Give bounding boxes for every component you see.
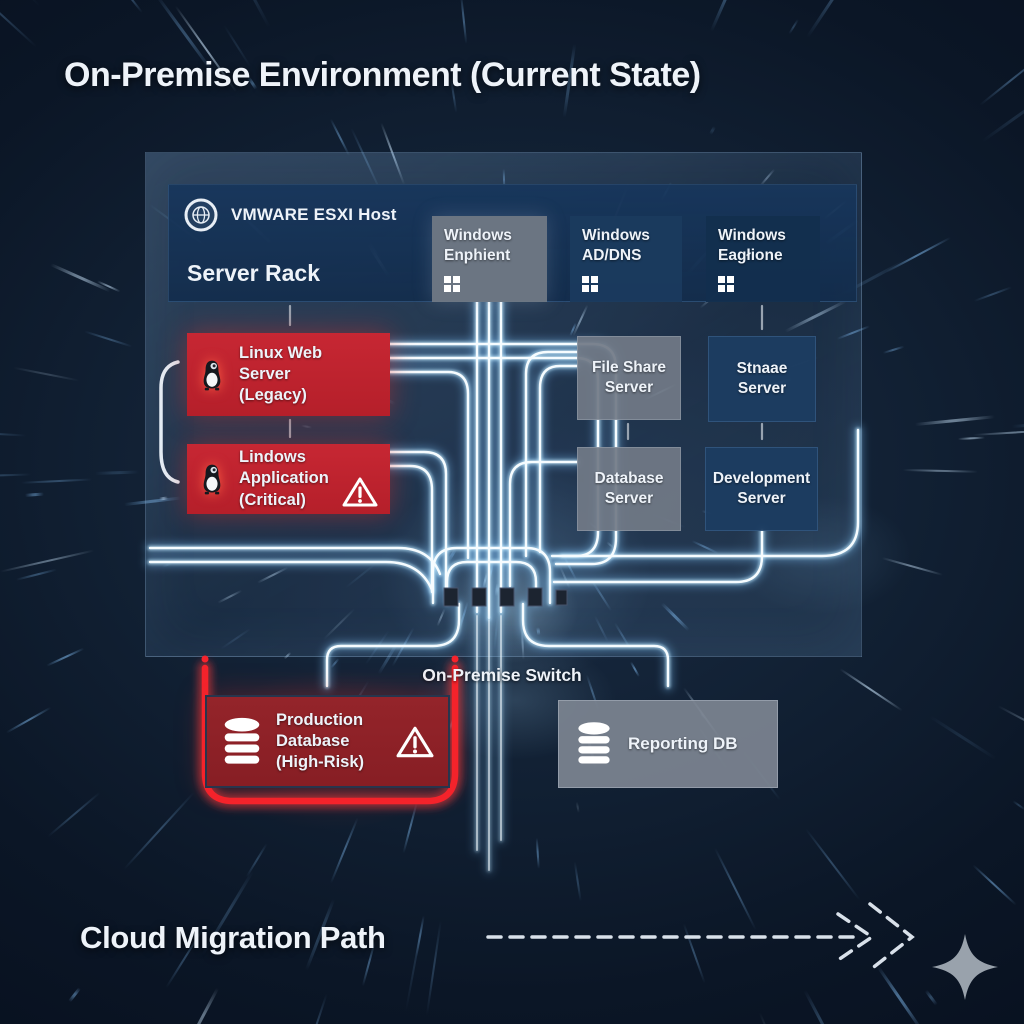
background-streak: [403, 802, 418, 853]
server-rack-label: Server Rack: [187, 260, 320, 286]
server-box-windows-ad-dns: Windows AD/DNS: [570, 216, 682, 302]
server-label: Windows Enphient: [444, 227, 512, 264]
server-label: Linux Web Server (Legacy): [239, 343, 323, 405]
windows-logo-icon: [582, 276, 670, 292]
background-streak: [50, 263, 111, 293]
background-streak: [95, 471, 140, 476]
background-streak: [245, 843, 268, 878]
server-box-database: Database Server: [577, 447, 681, 531]
tux-penguin-icon: [203, 464, 221, 495]
database-icon: [224, 717, 260, 764]
background-streak: [416, 915, 426, 958]
background-streak: [330, 817, 359, 884]
background-streak: [630, 660, 640, 677]
background-streak: [48, 792, 101, 838]
background-streak: [13, 367, 80, 382]
server-box-windows-client: Windows Enphient: [432, 216, 547, 302]
background-streak: [103, 0, 143, 14]
server-box-storage: Stnaae Server: [708, 336, 816, 422]
background-streak: [973, 286, 1012, 302]
windows-logo-icon: [444, 276, 535, 292]
server-label: Development Server: [712, 470, 811, 507]
background-streak: [1011, 421, 1024, 428]
background-streak: [805, 827, 861, 900]
server-box-windows-other: Windows Eagłione: [706, 216, 820, 302]
background-streak: [0, 0, 37, 48]
background-streak: [20, 478, 92, 484]
warning-icon: [342, 477, 378, 507]
onprem-switch-label: On-Premise Switch: [422, 665, 582, 685]
background-streak: [787, 19, 799, 35]
background-streak: [972, 864, 1017, 906]
background-streak: [25, 493, 45, 498]
background-streak: [973, 428, 1024, 435]
background-streak: [449, 718, 454, 731]
background-streak: [290, 993, 328, 1024]
background-streak: [0, 473, 32, 477]
background-streak: [957, 436, 985, 440]
windows-logo-icon: [718, 276, 808, 292]
background-streak: [709, 0, 750, 32]
background-streak: [882, 345, 905, 354]
background-streak: [759, 1012, 810, 1024]
tux-penguin-icon: [203, 360, 221, 390]
background-streak: [330, 119, 350, 157]
background-streak: [84, 330, 133, 347]
background-streak: [708, 126, 716, 136]
background-streak: [123, 792, 195, 871]
cloud-migration-path-label: Cloud Migration Path: [80, 920, 386, 955]
background-streak: [405, 914, 425, 1012]
background-streak: [803, 989, 839, 1024]
background-streak: [0, 431, 27, 437]
background-streak: [0, 0, 41, 7]
background-streak: [914, 414, 995, 426]
sparkle-icon: [932, 934, 998, 1000]
background-streak: [881, 557, 944, 576]
background-streak: [885, 236, 951, 272]
server-box-linux-app-critical: Lindows Application (Critical): [187, 444, 390, 514]
server-box-development: Development Server: [705, 447, 818, 531]
background-streak: [330, 658, 340, 669]
server-label: File Share Server: [591, 359, 667, 396]
background-streak: [839, 667, 903, 711]
background-streak: [185, 987, 219, 1024]
background-streak: [929, 714, 997, 760]
page-title: On-Premise Environment (Current State): [64, 56, 701, 94]
vmware-globe-icon: [184, 198, 218, 232]
background-streak: [46, 648, 85, 667]
background-streak: [96, 280, 121, 293]
background-streak: [426, 921, 442, 1016]
production-database-box: Production Database (High-Risk): [205, 695, 450, 788]
warning-icon: [396, 726, 434, 757]
server-box-linux-web-legacy: Linux Web Server (Legacy): [187, 333, 390, 416]
background-streak: [1012, 800, 1024, 811]
background-streak: [575, 801, 580, 813]
server-label: Database Server: [594, 470, 664, 507]
server-label: Windows AD/DNS: [582, 227, 650, 264]
background-streak: [806, 0, 874, 39]
background-streak: [15, 568, 57, 581]
server-box-file-share: File Share Server: [577, 336, 681, 420]
background-streak: [459, 0, 467, 44]
database-icon: [578, 722, 610, 764]
database-label: Production Database (High-Risk): [276, 710, 364, 772]
background-streak: [235, 0, 270, 28]
background-streak: [903, 468, 979, 473]
database-label: Reporting DB: [628, 734, 738, 754]
background-streak: [981, 90, 1024, 143]
background-streak: [68, 987, 82, 1002]
server-label: Stnaae Server: [736, 360, 788, 397]
server-label: Windows Eagłione: [718, 227, 786, 264]
esxi-host-label: VMWARE ESXI Host: [231, 205, 397, 224]
background-streak: [5, 706, 52, 734]
migration-dashed-arrow: [486, 902, 915, 972]
background-streak: [979, 50, 1024, 106]
background-streak: [0, 549, 94, 573]
background-streak: [998, 705, 1024, 760]
background-streak: [536, 837, 541, 869]
reporting-db-box: Reporting DB: [558, 700, 778, 788]
